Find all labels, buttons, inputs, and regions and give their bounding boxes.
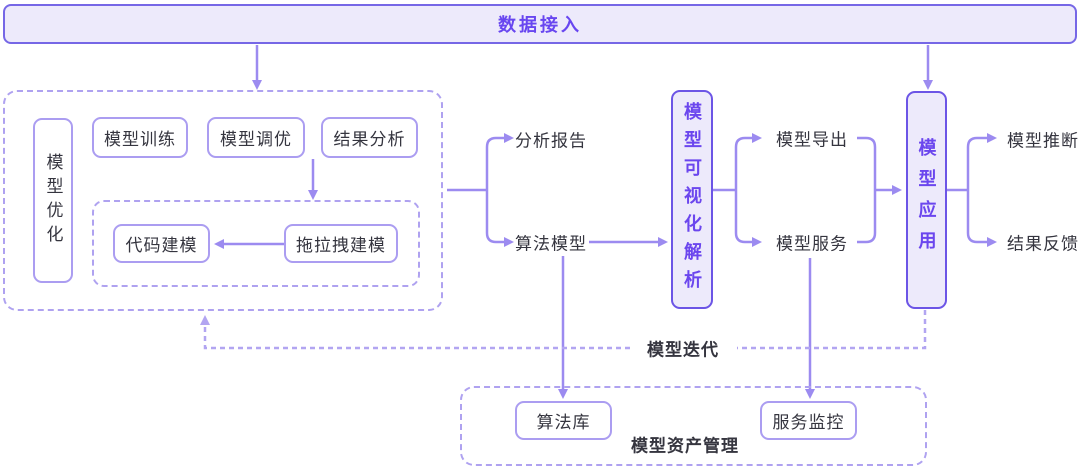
connector-branch-to-service — [734, 190, 762, 247]
box-model-tuning: 模型调优 — [207, 117, 305, 158]
box-model-visualization: 模型可视化解析 — [671, 90, 713, 309]
group-asset-management — [460, 386, 927, 466]
label-model-inference: 模型推断 — [1007, 131, 1079, 151]
label-analysis-report: 分析报告 — [515, 131, 587, 151]
connector-export-merge — [857, 136, 877, 190]
connector-branch-to-inference — [966, 133, 997, 190]
connector-branch-to-export — [734, 133, 762, 190]
box-code-modeling: 代码建模 — [113, 224, 210, 263]
box-model-training: 模型训练 — [92, 117, 188, 158]
label-algorithm-model: 算法模型 — [515, 234, 587, 254]
connector-service-merge — [857, 190, 877, 244]
box-model-application: 模型应用 — [906, 91, 947, 309]
connector-branch-to-algorithm — [485, 190, 514, 247]
label-result-feedback: 结果反馈 — [1007, 234, 1079, 254]
banner-data-access-label: 数据接入 — [498, 15, 582, 35]
group-label-model-optimization: 模型优化 — [33, 118, 73, 283]
label-model-service: 模型服务 — [776, 234, 848, 254]
connector-iteration-right — [737, 310, 927, 350]
box-service-monitoring: 服务监控 — [760, 401, 857, 440]
connector-branch-to-report — [485, 133, 514, 190]
connector-branch-to-feedback — [966, 190, 997, 247]
group-modeling — [92, 200, 420, 287]
banner-data-access: 数据接入 — [3, 4, 1077, 44]
connector-iteration-left — [200, 315, 630, 350]
box-drag-modeling: 拖拉拽建模 — [284, 224, 398, 263]
group-model-optimization — [3, 90, 443, 311]
label-model-export: 模型导出 — [776, 130, 848, 150]
box-result-analysis: 结果分析 — [321, 117, 418, 158]
group-label-asset-management: 模型资产管理 — [631, 436, 739, 456]
box-algorithm-library: 算法库 — [515, 401, 612, 440]
label-model-iteration: 模型迭代 — [647, 340, 719, 360]
